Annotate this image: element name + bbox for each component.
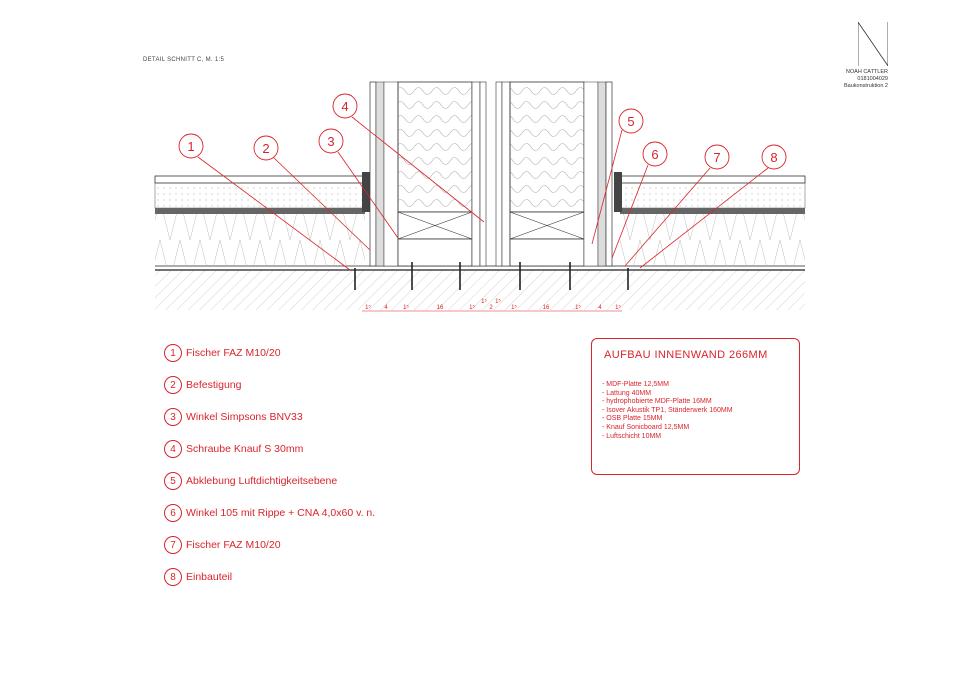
callout-7: 7 — [713, 150, 720, 165]
wall-buildup-box: AUFBAU INNENWAND 266MM - MDF-Platte 12,5… — [591, 338, 800, 475]
legend-item: 6 Winkel 105 mit Rippe + CNA 4,0x60 v. n… — [164, 503, 375, 523]
callout-leaders — [197, 116, 769, 271]
anchors — [354, 262, 629, 290]
section-drawing: 1 2 3 4 5 6 7 8 1⁵ 4 1⁵ 16 1⁵ 1⁵ 2 1⁵ 1⁵… — [154, 81, 806, 312]
dim-5: 1⁵ — [469, 304, 475, 311]
dim-2: 4 — [384, 305, 388, 311]
legend-item: 5 Abklebung Luftdichtigkeitsebene — [164, 471, 337, 491]
legend-label: Fischer FAZ M10/20 — [186, 347, 281, 359]
legend-item: 1 Fischer FAZ M10/20 — [164, 343, 281, 363]
callout-2: 2 — [262, 141, 269, 156]
callout-3: 3 — [327, 134, 334, 149]
wall-layer: - Knauf Sonicboard 12,5MM — [602, 423, 690, 431]
legend-item: 8 Einbauteil — [164, 567, 232, 587]
legend-num: 5 — [164, 472, 182, 490]
legend-label: Schraube Knauf S 30mm — [186, 443, 304, 455]
legend-label: Einbauteil — [186, 571, 233, 583]
legend-label: Winkel 105 mit Rippe + CNA 4,0x60 v. n. — [186, 507, 376, 519]
dim-11: 1⁵ — [575, 304, 581, 311]
callout-1: 1 — [187, 139, 194, 154]
legend-num: 2 — [164, 376, 182, 394]
callout-5: 5 — [627, 114, 634, 129]
dim-7: 2 — [489, 305, 493, 311]
legend-item: 4 Schraube Knauf S 30mm — [164, 439, 303, 459]
legend-num: 6 — [164, 504, 182, 522]
ground-hatch — [155, 270, 805, 310]
legend-num: 8 — [164, 568, 182, 586]
wall-left — [369, 81, 487, 267]
dim-1: 1⁵ — [365, 304, 371, 311]
wall-layer: - OSB Platte 15MM — [602, 415, 663, 423]
callout-markers: 1 2 3 4 5 6 7 8 — [178, 93, 787, 170]
legend-item: 7 Fischer FAZ M10/20 — [164, 535, 281, 555]
author-block: NOAH CATTLER 0181004029 Baukonstruktion … — [844, 69, 888, 90]
dim-4: 16 — [437, 305, 444, 311]
wall-right — [495, 81, 613, 267]
legend-item: 2 Befestigung — [164, 375, 241, 395]
author-id: 0181004029 — [857, 76, 888, 82]
dim-13: 1⁵ — [615, 304, 621, 311]
dim-3: 1⁵ — [403, 304, 409, 311]
author-name: NOAH CATTLER — [845, 69, 888, 75]
drawing-title: DETAIL SCHNITT C, M. 1:5 — [143, 57, 225, 63]
wall-layer: - MDF-Platte 12,5MM — [602, 381, 669, 388]
legend-label: Fischer FAZ M10/20 — [186, 539, 281, 551]
dim-10: 16 — [543, 305, 550, 311]
dim-8: 1⁵ — [495, 298, 501, 305]
wall-layer: - hydrophobierte MDF-Platte 16MM — [602, 398, 712, 406]
dimension-labels: 1⁵ 4 1⁵ 16 1⁵ 1⁵ 2 1⁵ 1⁵ 16 1⁵ 4 1⁵ — [365, 298, 621, 311]
callout-6: 6 — [651, 147, 658, 162]
legend-label: Befestigung — [186, 379, 242, 391]
course-name: Baukonstruktion 2 — [843, 83, 888, 89]
title-block-mark — [858, 22, 888, 66]
legend-num: 7 — [164, 536, 182, 554]
wall-layer: - Isover Akustik TP1, Ständerwerk 160MM — [602, 406, 733, 414]
legend-label: Winkel Simpsons BNV33 — [186, 411, 303, 423]
floor-right — [614, 172, 806, 266]
legend-num: 3 — [164, 408, 182, 426]
dim-6: 1⁵ — [481, 298, 487, 305]
wall-buildup-title: AUFBAU INNENWAND 266MM — [604, 349, 768, 361]
callout-4: 4 — [341, 99, 348, 114]
dim-9: 1⁵ — [511, 304, 517, 311]
dim-12: 4 — [598, 305, 602, 311]
legend-num: 4 — [164, 440, 182, 458]
legend-label: Abklebung Luftdichtigkeitsebene — [186, 475, 338, 487]
callout-8: 8 — [770, 150, 777, 165]
wall-layer: - Lattung 40MM — [602, 389, 652, 397]
legend-item: 3 Winkel Simpsons BNV33 — [164, 407, 303, 427]
wall-layer: - Luftschicht 10MM — [602, 432, 662, 440]
legend-num: 1 — [164, 344, 182, 362]
wall-buildup-list: - MDF-Platte 12,5MM - Lattung 40MM - hyd… — [602, 381, 733, 441]
